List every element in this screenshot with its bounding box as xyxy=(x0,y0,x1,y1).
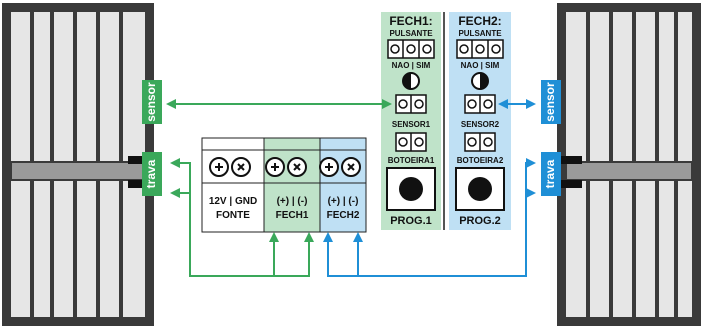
panel1-pulsante-jumper[interactable] xyxy=(387,39,435,59)
blue-lock-wire-outer xyxy=(323,158,536,277)
panel2-botoeira-label: BOTOEIRA2 xyxy=(457,156,504,165)
left-sensor-label: sensor xyxy=(144,82,158,122)
panel1-prog-button[interactable] xyxy=(386,167,436,211)
panel2-pulsante: PULSANTE xyxy=(458,29,502,38)
controller-panel-1: FECH1: PULSANTE NAO | SIM SENSOR1 xyxy=(381,12,441,230)
fech1-pins: (+) | (-) xyxy=(277,196,308,207)
left-lock-tag xyxy=(142,152,162,196)
terminal-block: 12V | GND FONTE (+) | (-) FECH1 (+) | (-… xyxy=(201,137,367,233)
right-gate-crossbar xyxy=(565,161,693,181)
panel1-title: FECH1: xyxy=(389,14,432,28)
blue-lock-wire-inner xyxy=(358,193,534,276)
fech2-pins: (+) | (-) xyxy=(328,196,359,207)
panel1-sensor-label: SENSOR1 xyxy=(392,120,431,129)
panel1-sensor-connector[interactable] xyxy=(395,94,427,114)
left-gate-crossbar xyxy=(10,161,146,181)
panel1-prog-label: PROG.1 xyxy=(390,215,432,227)
panel1-botoeira-connector[interactable] xyxy=(395,132,427,152)
fech1-label: FECH1 xyxy=(276,210,309,221)
panel1-botoeira-label: BOTOEIRA1 xyxy=(388,156,435,165)
panel2-nao-sim: NAO | SIM xyxy=(461,61,500,70)
right-gate: sensor trava xyxy=(541,3,701,326)
panel2-prog-button[interactable] xyxy=(455,167,505,211)
panel1-nao-sim: NAO | SIM xyxy=(392,61,431,70)
green-wires xyxy=(168,99,392,277)
panel1-pulsante: PULSANTE xyxy=(389,29,433,38)
panel2-botoeira-connector[interactable] xyxy=(464,132,496,152)
left-lock-label: trava xyxy=(144,159,158,188)
right-lock-tag xyxy=(541,152,561,196)
fonte-pins: 12V | GND xyxy=(209,196,257,207)
fech2-label: FECH2 xyxy=(327,210,360,221)
panel2-sensor-label: SENSOR2 xyxy=(461,120,500,129)
fonte-label: FONTE xyxy=(216,210,250,221)
panel1-trimmer-icon[interactable] xyxy=(402,72,420,90)
panel2-prog-label: PROG.2 xyxy=(459,215,501,227)
left-gate: sensor trava xyxy=(2,3,162,326)
right-lock-label: trava xyxy=(543,159,557,188)
controller-panel-2: FECH2: PULSANTE NAO | SIM SENSOR2 xyxy=(449,12,511,230)
panel2-sensor-connector[interactable] xyxy=(464,94,496,114)
panel2-trimmer-icon[interactable] xyxy=(471,72,489,90)
panel2-pulsante-jumper[interactable] xyxy=(456,39,504,59)
right-sensor-tag xyxy=(541,80,561,124)
right-sensor-label: sensor xyxy=(543,82,557,122)
blue-wires xyxy=(323,99,536,277)
left-sensor-tag xyxy=(142,80,162,124)
green-lock-wire-inner xyxy=(172,193,309,277)
panel2-title: FECH2: xyxy=(458,14,501,28)
